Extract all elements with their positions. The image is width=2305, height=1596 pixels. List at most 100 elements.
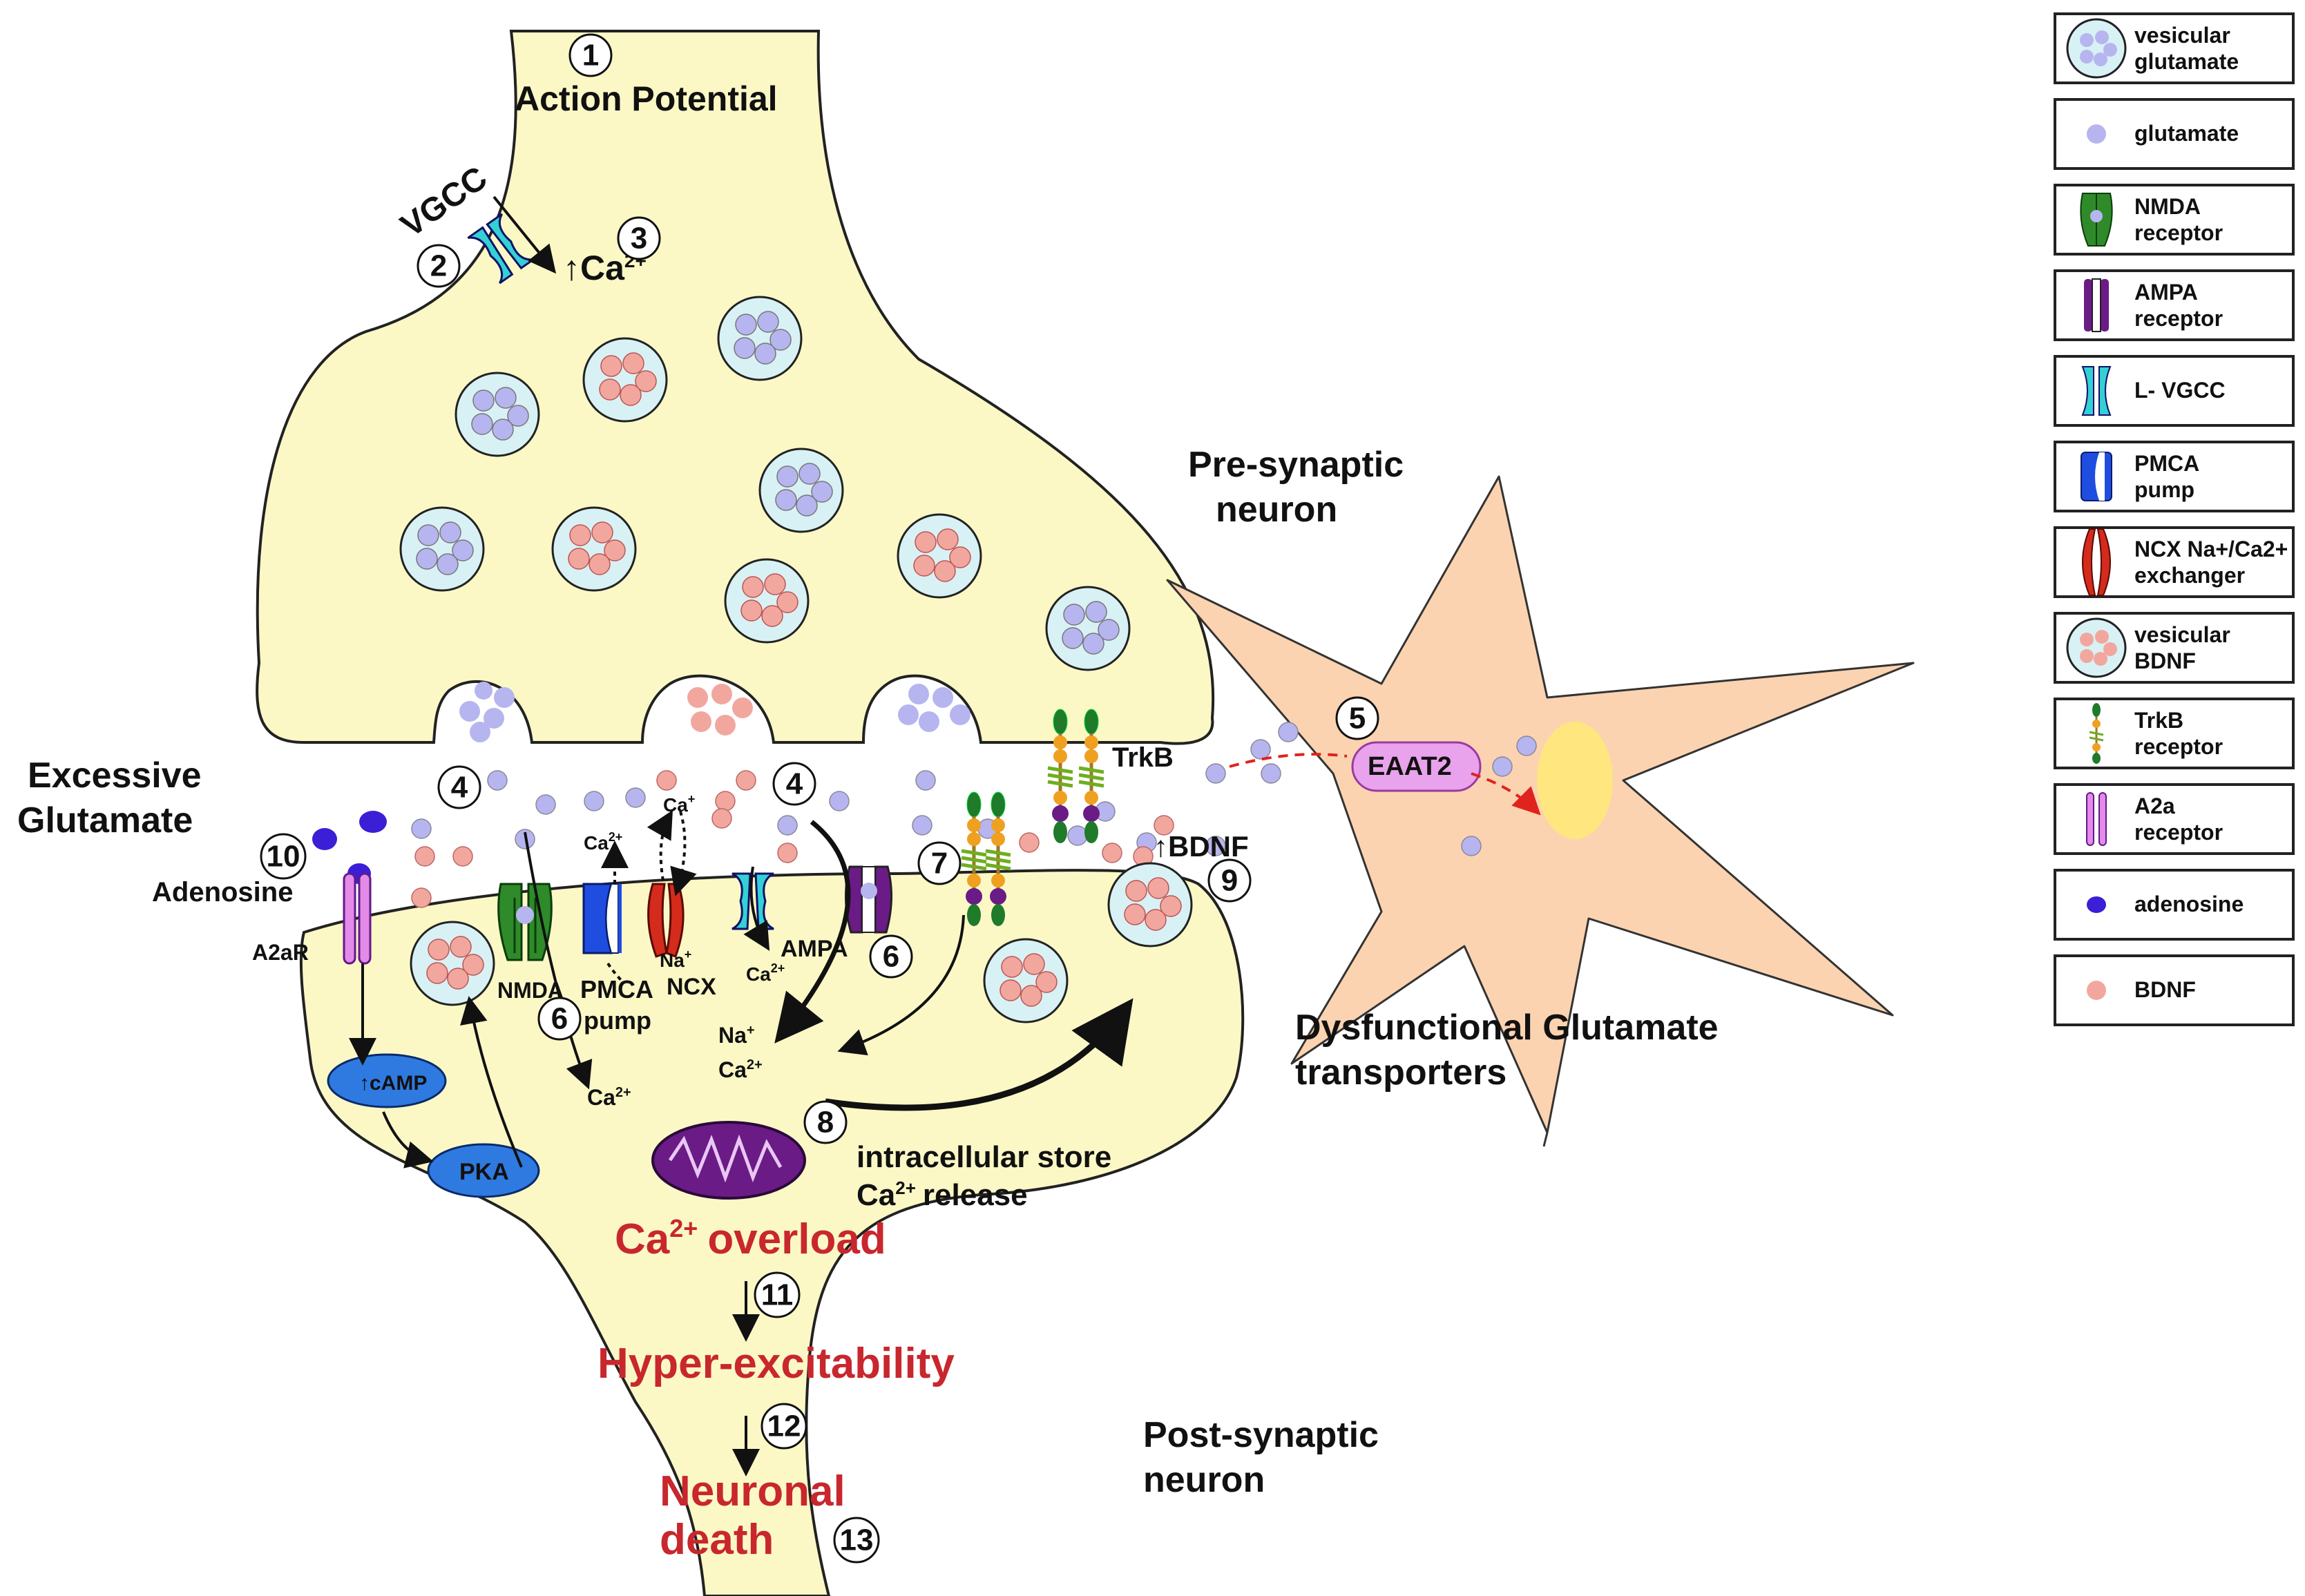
legend-item: BDNF — [2054, 954, 2295, 1026]
svg-text:13: 13 — [840, 1523, 874, 1557]
step-3: 3 — [617, 216, 661, 260]
legend-label: vesicular — [2134, 622, 2230, 647]
up-bdnf-label: ↑BDNF — [1154, 830, 1249, 863]
ca-label-vgcc: Ca2+ — [746, 961, 785, 985]
pmca-pump-icon — [2081, 452, 2112, 501]
step-4b: 4 — [772, 762, 816, 806]
presynaptic-label-1: Pre-synaptic — [1188, 445, 1404, 485]
legend-label: BDNF — [2134, 648, 2196, 673]
step-11: 11 — [754, 1271, 801, 1318]
nmda-receptor — [497, 883, 553, 961]
na-label-post: Na+ — [718, 1023, 755, 1048]
trkb-receptor-icon — [2089, 703, 2104, 764]
camp-label: ↑cAMP — [359, 1072, 427, 1095]
fusing-vesicle-bdnf — [687, 684, 753, 735]
a2ar-label: A2aR — [252, 940, 309, 965]
legend: vesicular glutamate glutamateNMDAreceptorA… — [2054, 12, 2295, 1026]
trkb-label: TrkB — [1112, 742, 1174, 773]
intracellular-label-2: Ca2+release — [857, 1177, 1028, 1212]
step-10: 10 — [260, 833, 307, 880]
postsynaptic-neuron — [299, 869, 1245, 1596]
pmca-label-1: PMCA — [580, 975, 653, 1003]
vesicle-bdnf — [897, 513, 982, 599]
postsynaptic-label-2: neuron — [1143, 1460, 1265, 1500]
dysfunctional-label-1: Dysfunctional Glutamate — [1295, 1008, 1719, 1048]
presynaptic-label-2: neuron — [1216, 490, 1337, 530]
legend-item: glutamate — [2054, 98, 2295, 170]
pmca-pump — [582, 883, 622, 954]
pka-label: PKA — [459, 1159, 509, 1185]
ca-label-nmda: Ca2+ — [587, 1085, 631, 1110]
legend-label: BDNF — [2134, 977, 2196, 1002]
step-8: 8 — [803, 1100, 848, 1144]
eaat2-label: EAAT2 — [1368, 752, 1452, 781]
excessive-label-1: Excessive — [28, 756, 202, 796]
ncx-label: NCX — [667, 974, 716, 1000]
postsynaptic-label-1: Post-synaptic — [1143, 1415, 1379, 1455]
ncx-exchanger-icon — [2082, 528, 2111, 596]
step-4a: 4 — [437, 765, 481, 809]
dysfunctional-label-2: transporters — [1295, 1052, 1507, 1093]
legend-item: NCX Na+/Ca2+exchanger — [2054, 526, 2295, 598]
svg-text:7: 7 — [931, 847, 948, 881]
svg-text:3: 3 — [631, 222, 647, 256]
up-arrow-ca-label: ↑Ca2+ — [563, 249, 647, 287]
legend-label: NCX Na+/Ca2+ — [2134, 537, 2288, 561]
step-6b: 6 — [869, 934, 913, 979]
legend-label: L- VGCC — [2134, 378, 2226, 403]
action-potential-label: Action Potential — [515, 79, 778, 118]
vesicle-bdnf-post — [983, 938, 1069, 1023]
svg-text:12: 12 — [767, 1410, 801, 1443]
neuronal-death-label-2: death — [660, 1516, 774, 1564]
na-label-ncx: Na+ — [660, 948, 691, 971]
svg-text:9: 9 — [1221, 864, 1238, 898]
vesicle-glutamate — [717, 296, 803, 381]
vesicle-bdnf — [582, 337, 668, 423]
ampa-receptor — [845, 865, 892, 934]
vesicle-bdnf — [551, 506, 637, 592]
hyperexcitability-label: Hyper-excitability — [597, 1340, 955, 1387]
svg-text:2: 2 — [430, 249, 447, 283]
a2a-receptor-icon — [2086, 792, 2107, 846]
step-5: 5 — [1335, 696, 1379, 740]
step-13: 13 — [833, 1517, 880, 1564]
vgcc-channel-icon — [2081, 366, 2112, 416]
mitochondrion — [651, 1121, 806, 1200]
vesicle-glutamate — [455, 372, 540, 457]
step-markers: 1 2 3 4 4 5 6 6 7 8 9 10 11 12 13 — [260, 33, 1379, 1564]
fusing-vesicle-glutamate — [898, 684, 970, 732]
legend-label: pump — [2134, 477, 2194, 502]
vesicle-glutamate — [758, 448, 844, 533]
vesicle-glutamate — [399, 506, 485, 592]
step-6a: 6 — [537, 997, 582, 1041]
step-7: 7 — [917, 841, 962, 885]
ca-label-ncx: Ca+ — [663, 792, 695, 816]
legend-label: receptor — [2134, 820, 2223, 845]
svg-text:8: 8 — [817, 1106, 834, 1140]
eaat2-red-arrow — [1229, 753, 1537, 811]
vesicle-bdnf-post — [1107, 862, 1193, 948]
cleft-glutamate — [411, 722, 1537, 856]
fusing-vesicle-glutamate — [459, 682, 515, 742]
ampa-label: AMPA — [781, 936, 848, 962]
legend-label: receptor — [2134, 734, 2223, 759]
astrocyte-nucleus — [1537, 722, 1613, 839]
pka-node — [427, 1143, 540, 1198]
svg-text:10: 10 — [267, 840, 300, 874]
glutamate-dot-icon — [2087, 124, 2106, 144]
legend-label: glutamate — [2134, 49, 2239, 74]
vesicle-bdnf — [724, 558, 810, 644]
legend-item: L- VGCC — [2054, 355, 2295, 427]
svg-text:4: 4 — [451, 771, 468, 805]
adenosine-label: Adenosine — [152, 877, 293, 907]
pathway-arrows — [349, 195, 1134, 1477]
ncx-exchanger — [647, 883, 685, 958]
camp-node — [327, 1053, 447, 1108]
svg-text:4: 4 — [786, 767, 803, 801]
legend-label: TrkB — [2134, 708, 2183, 733]
